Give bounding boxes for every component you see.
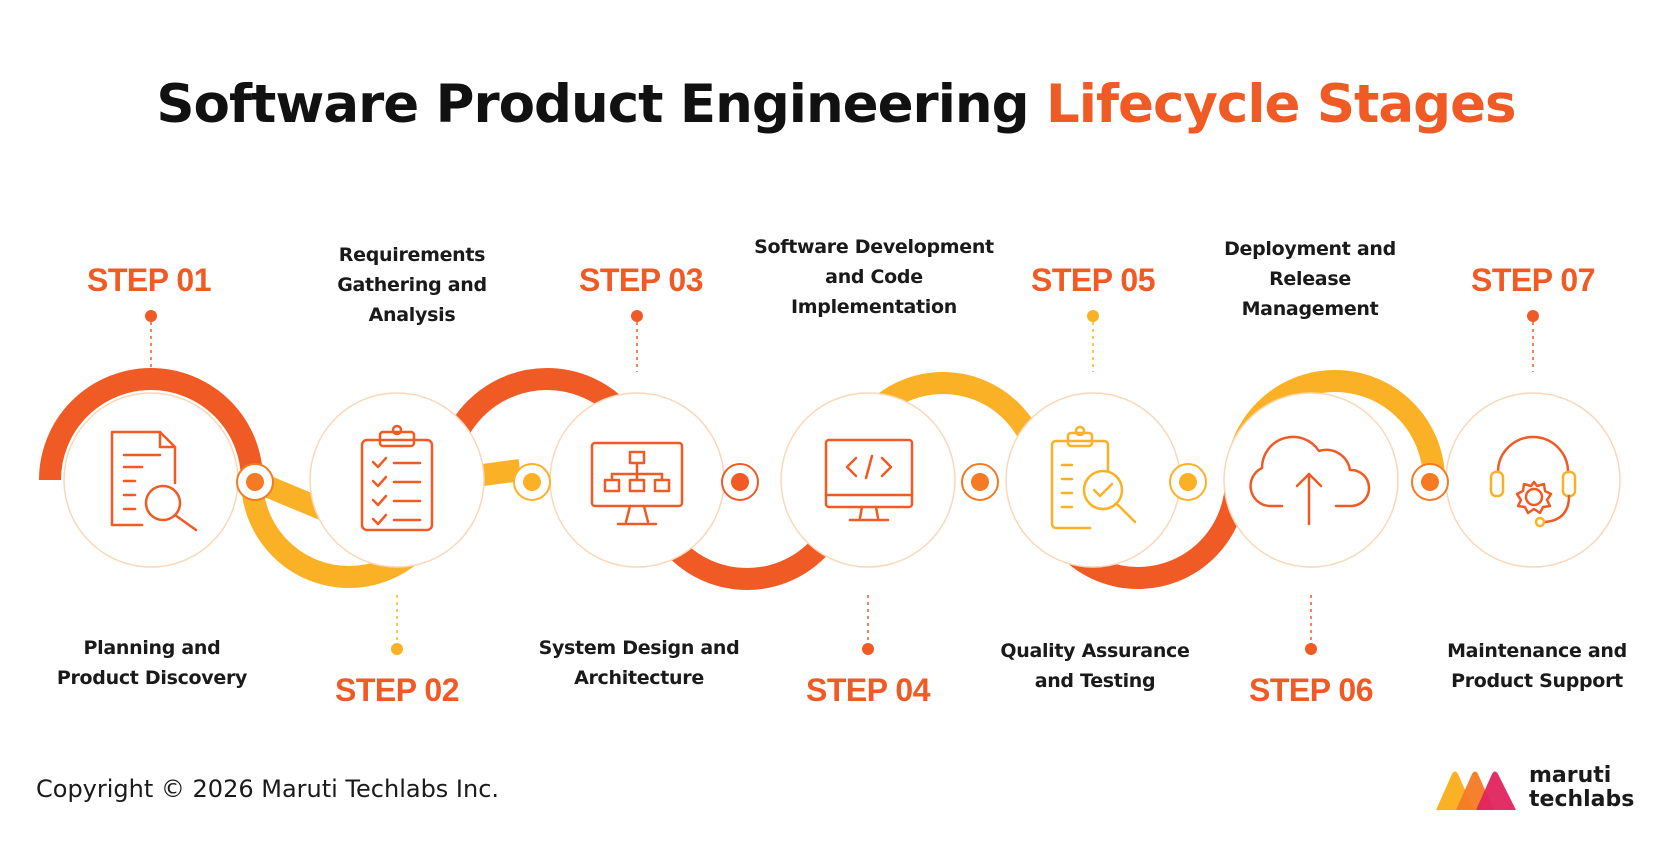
step-label-02: STEP 02 <box>335 672 459 708</box>
title-main: Software Product Engineering <box>156 74 1029 135</box>
joint-3 <box>721 463 759 501</box>
leaders <box>150 322 1534 645</box>
circle-step-07 <box>1445 392 1621 568</box>
document-search-icon <box>110 430 198 532</box>
joint-4 <box>961 463 999 501</box>
brand-logo: maruti techlabs <box>1434 762 1654 822</box>
copyright-text: Copyright © 2026 Maruti Techlabs Inc. <box>36 775 500 803</box>
leader-dots <box>145 310 1539 655</box>
circle-step-05 <box>1005 392 1181 568</box>
brand-line2: techlabs <box>1529 787 1635 812</box>
headset-gear-icon <box>1489 435 1577 528</box>
stage-name-07: Maintenance and Product Support <box>1447 640 1627 692</box>
step-label-07: STEP 07 <box>1471 262 1595 298</box>
stage-name-06: Deployment and Release Management <box>1224 238 1396 320</box>
brand-name: maruti techlabs <box>1529 764 1634 812</box>
circle-step-04 <box>780 392 956 568</box>
cloud-upload-icon <box>1249 435 1371 526</box>
stage-name-04: Software Development and Code Implementa… <box>754 236 994 318</box>
arc-step-01 <box>39 368 263 481</box>
step-label-06: STEP 06 <box>1249 672 1373 708</box>
clipboard-checklist-icon <box>360 424 434 532</box>
step-label-01: STEP 01 <box>87 262 211 298</box>
monitor-code-icon <box>824 438 914 522</box>
stage-name-01: Planning and Product Discovery <box>56 637 248 689</box>
circle-step-06 <box>1223 392 1399 568</box>
brand-mark-icon <box>1436 771 1516 810</box>
circle-step-01 <box>63 392 239 568</box>
step-label-04: STEP 04 <box>806 672 930 708</box>
joint-2 <box>513 463 551 501</box>
stage-name-02: Requirements Gathering and Analysis <box>337 244 487 326</box>
joint-knobs <box>236 463 1449 501</box>
step-circles <box>63 392 1621 568</box>
page-title: Software Product Engineering Lifecycle S… <box>0 74 1672 135</box>
joint-1 <box>236 463 274 501</box>
title-accent: Lifecycle Stages <box>1046 74 1517 135</box>
stage-name-05: Quality Assurance and Testing <box>1000 640 1190 692</box>
monitor-hierarchy-icon <box>590 441 684 526</box>
step-label-05: STEP 05 <box>1031 262 1155 298</box>
step-label-03: STEP 03 <box>579 262 703 298</box>
joint-5 <box>1169 463 1207 501</box>
stage-name-03: System Design and Architecture <box>538 637 740 689</box>
circle-step-02 <box>309 392 485 568</box>
brand-line1: maruti <box>1529 763 1612 788</box>
joint-6 <box>1411 463 1449 501</box>
clipboard-search-check-icon <box>1050 425 1137 530</box>
